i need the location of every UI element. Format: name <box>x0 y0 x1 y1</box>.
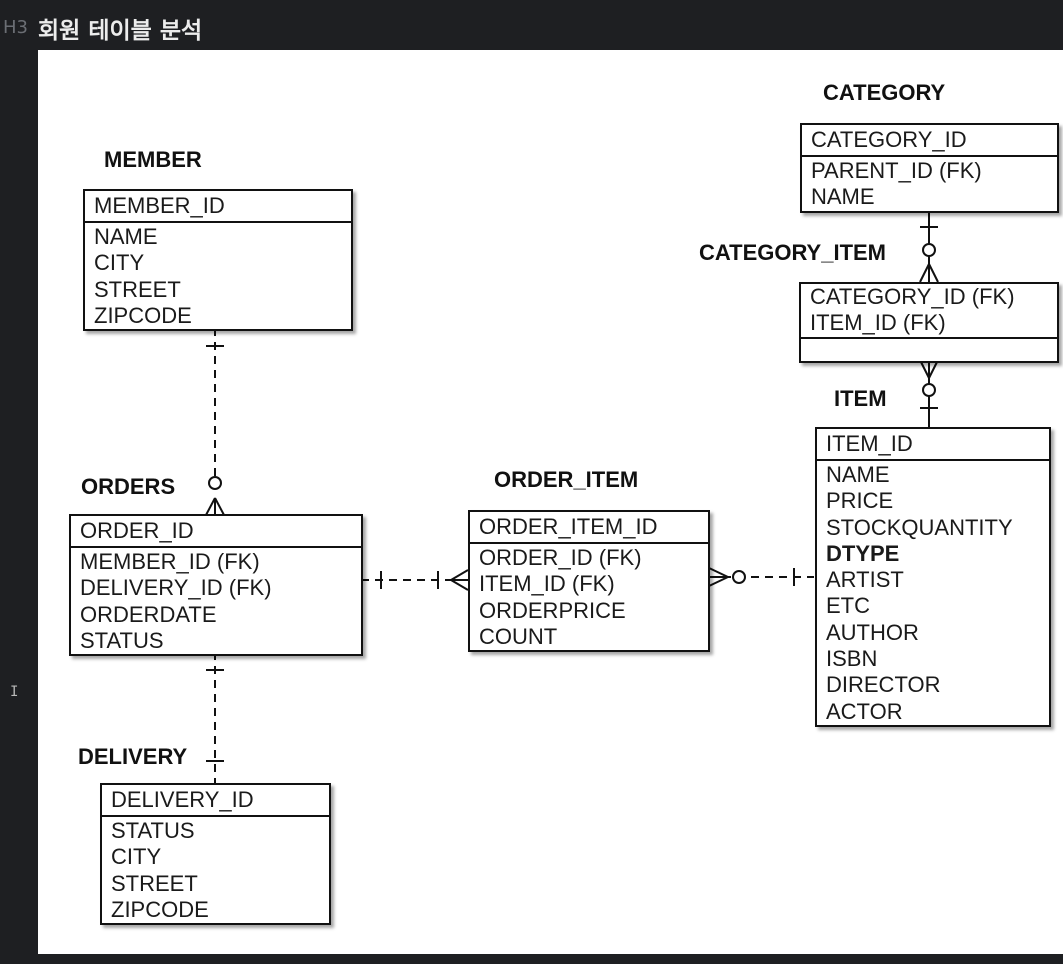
attribute: ORDERPRICE <box>479 597 626 623</box>
relationship-category-item-item <box>919 359 939 427</box>
erd-image: MEMBER ORDERS DELIVERY ORDER_ITEM CATEGO… <box>38 50 1063 954</box>
document-header: H3 회원 테이블 분석 <box>0 0 1063 50</box>
primary-key: ORDER_ITEM_ID <box>470 512 708 544</box>
attribute: PARENT_ID (FK) <box>811 158 982 183</box>
attribute: AUTHOR <box>826 619 919 645</box>
relationship-orders-delivery <box>206 652 224 783</box>
entity-title-member: MEMBER <box>104 147 202 172</box>
heading-level-badge: H3 <box>3 17 28 38</box>
attribute: ARTIST <box>826 567 904 593</box>
attribute: NAME <box>826 462 890 487</box>
foreign-key: CATEGORY_ID (FK) <box>810 284 1015 309</box>
entity-title-item: ITEM <box>834 386 887 411</box>
entity-title-category-item: CATEGORY_ITEM <box>699 240 887 265</box>
entity-title-order-item: ORDER_ITEM <box>494 467 639 492</box>
editor-gutter: I <box>0 50 38 964</box>
attribute: STATUS <box>80 627 164 653</box>
entity-orders: ORDER_ID MEMBER_ID (FK) DELIVERY_ID (FK)… <box>69 514 363 657</box>
attribute: MEMBER_ID (FK) <box>80 549 260 574</box>
relationship-category-category-item <box>919 208 939 283</box>
relationship-member-orders <box>205 328 225 516</box>
empty-section <box>801 336 1057 361</box>
attribute: STATUS <box>111 818 195 843</box>
primary-key: ITEM_ID <box>817 429 1049 461</box>
section-heading[interactable]: 회원 테이블 분석 <box>38 18 203 44</box>
primary-key: MEMBER_ID <box>85 191 351 223</box>
discriminator-attribute: DTYPE <box>826 540 900 566</box>
attribute: NAME <box>811 184 875 210</box>
attribute: ZIPCODE <box>94 302 192 328</box>
entity-category: CATEGORY_ID PARENT_ID (FK) NAME <box>800 123 1059 213</box>
attribute: ITEM_ID (FK) <box>810 310 946 336</box>
attribute: COUNT <box>479 623 558 649</box>
attribute: ZIPCODE <box>111 896 209 922</box>
attribute: DIRECTOR <box>826 672 941 698</box>
text-cursor-icon: I <box>10 684 19 700</box>
attribute: CITY <box>94 250 145 276</box>
attribute: ETC <box>826 593 870 619</box>
attribute: CITY <box>111 844 162 870</box>
entity-order-item: ORDER_ITEM_ID ORDER_ID (FK) ITEM_ID (FK)… <box>468 510 710 653</box>
entity-title-category: CATEGORY <box>823 80 946 105</box>
relationship-orders-order-item <box>361 569 469 591</box>
relationship-order-item-item <box>708 567 814 587</box>
entity-title-orders: ORDERS <box>81 474 176 499</box>
attribute: DELIVERY_ID (FK) <box>80 575 272 601</box>
bottom-bar <box>0 954 1063 964</box>
entity-delivery: DELIVERY_ID STATUS CITY STREET ZIPCODE <box>100 783 331 926</box>
attribute: ITEM_ID (FK) <box>479 571 615 597</box>
attribute: STREET <box>94 276 181 302</box>
entity-category-item: CATEGORY_ID (FK) ITEM_ID (FK) <box>799 282 1059 363</box>
entity-title-delivery: DELIVERY <box>78 744 188 769</box>
attribute: STOCKQUANTITY <box>826 514 1013 540</box>
attribute: PRICE <box>826 488 894 514</box>
entity-member: MEMBER_ID NAME CITY STREET ZIPCODE <box>83 189 353 332</box>
attribute: ACTOR <box>826 698 903 724</box>
entity-item: ITEM_ID NAME PRICE STOCKQUANTITY DTYPE A… <box>815 427 1051 727</box>
attribute: NAME <box>94 224 158 249</box>
primary-key: DELIVERY_ID <box>102 785 329 817</box>
attribute: ISBN <box>826 646 878 672</box>
primary-key: ORDER_ID <box>71 516 361 548</box>
primary-key: CATEGORY_ID <box>802 125 1057 157</box>
attribute: ORDER_ID (FK) <box>479 545 642 570</box>
attribute: STREET <box>111 870 198 896</box>
attribute: ORDERDATE <box>80 601 217 627</box>
